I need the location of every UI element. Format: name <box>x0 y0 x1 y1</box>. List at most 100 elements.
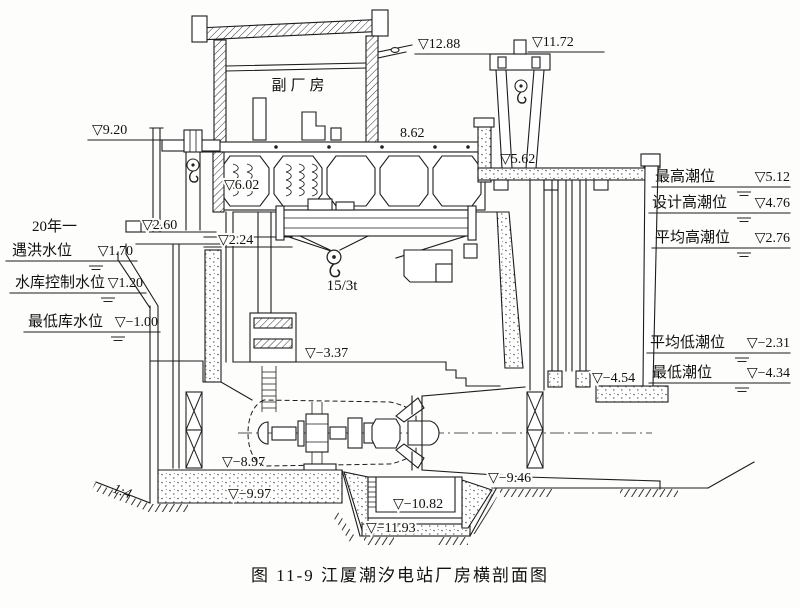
avg-high-tide-label: 平均高潮位 <box>655 229 730 246</box>
gate-columns <box>551 179 587 372</box>
pit-stip-bottom <box>361 523 471 537</box>
slope-ticks <box>92 483 150 511</box>
deck-left-wedge <box>212 151 225 213</box>
elev-downstream-bed: ▽−9.46 <box>488 471 531 486</box>
bed-ticks-1 <box>500 489 552 497</box>
generator-lines <box>306 402 328 466</box>
trashrack-lower <box>185 429 203 469</box>
throat-ring <box>411 395 423 471</box>
crane-hook-icon <box>326 249 342 278</box>
outlet-rack-lower <box>526 429 544 469</box>
hoist-hook-icon <box>186 158 200 183</box>
ground <box>92 461 755 545</box>
ladder <box>261 366 277 412</box>
hoist-cab <box>183 129 203 153</box>
gantry-crane <box>489 39 551 169</box>
bridge-crane <box>275 198 478 283</box>
elevator-hatch-2 <box>253 338 293 349</box>
water-symbol <box>736 191 752 196</box>
outlet-rack-upper <box>526 391 544 431</box>
foundation-slab <box>157 469 343 504</box>
slot-notch-2 <box>543 179 559 191</box>
water-symbol <box>88 265 104 270</box>
trashrack-upper <box>185 391 203 431</box>
design-high-tide-value: ▽4.76 <box>755 196 790 211</box>
aux-plant-label: 副厂房 <box>271 77 328 94</box>
gate-guide <box>529 179 545 391</box>
control-level-label: 水库控制水位 <box>15 274 105 291</box>
slot-notch-1 <box>493 179 509 191</box>
bearing-block <box>347 417 363 449</box>
coupling-2 <box>329 426 347 440</box>
crane-girder <box>281 209 469 237</box>
pit-inner <box>375 476 456 513</box>
shaft-column <box>257 211 272 314</box>
equipment-1 <box>252 97 267 141</box>
max-tide-label: 最高潮位 <box>655 168 715 185</box>
right-bed-line <box>491 461 755 489</box>
pit-ticks-bottom2 <box>438 537 468 545</box>
avg-high-tide-value: ▽2.76 <box>755 231 790 246</box>
intake-pier <box>204 249 222 383</box>
min-reservoir-value: ▽−1.00 <box>115 315 158 330</box>
roof-parapet-right <box>371 9 389 37</box>
annotations: 副厂房 15/3t 1:4 图 11-9 江厦潮汐电站厂房横剖面图 <box>111 77 547 585</box>
elev-upstream-deck: ▽2.60 <box>142 218 177 233</box>
elev-roof-canopy: ▽12.88 <box>418 37 460 52</box>
water-symbol <box>734 387 750 392</box>
water-symbol <box>736 217 752 222</box>
control-level-value: ▽1.20 <box>108 276 143 291</box>
flood-level-line2: 遇洪水位 <box>12 242 72 259</box>
pit-ticks-right <box>470 494 497 535</box>
wall-left <box>213 39 227 146</box>
water-symbol <box>736 252 752 257</box>
water-symbol <box>734 357 750 362</box>
runner-blade-top <box>395 397 425 423</box>
deck-curb <box>125 220 142 233</box>
roof-slab <box>197 18 389 41</box>
design-high-tide-label: 设计高潮位 <box>652 194 727 211</box>
deck-end-cap <box>473 117 495 128</box>
floor-slab <box>199 141 489 153</box>
gantry-post-left <box>497 56 507 69</box>
elev-excavation-bottom: ▽−11.93 <box>366 521 416 536</box>
equipment-3 <box>330 127 342 141</box>
cell-deck <box>217 151 486 211</box>
floor-dowels <box>274 145 470 149</box>
elev-downstream-deck: ▽5.62 <box>500 152 535 167</box>
downstream-structure <box>477 153 669 490</box>
tide-labels: 最高潮位 ▽5.12 设计高潮位 ▽4.76 平均高潮位 ▽2.76 平均低潮位… <box>646 168 791 392</box>
upstream-deck-260 <box>127 231 229 245</box>
roof-parapet-left <box>191 15 208 43</box>
nose-cap <box>257 421 269 445</box>
avg-low-tide-label: 平均低潮位 <box>650 334 725 351</box>
gantry-mast <box>513 39 527 55</box>
elevation-labels: ▽12.88 ▽11.72 ▽9.20 8.62 ▽6.02 ▽5.62 ▽2.… <box>87 35 637 538</box>
sea-wall-cap <box>640 153 661 167</box>
draft-tube <box>421 386 661 482</box>
wall-box <box>463 243 478 259</box>
left-slope-line <box>95 481 151 504</box>
end-truck-left <box>275 205 285 241</box>
column-footing-1 <box>547 370 563 388</box>
elev-foundation-top: ▽−8.97 <box>222 455 265 470</box>
coupling-1 <box>271 426 297 441</box>
elev-hall-floor: ▽−3.37 <box>305 346 348 361</box>
trolley-2 <box>335 201 355 211</box>
max-tide-value: ▽5.12 <box>755 170 790 185</box>
deck-cells <box>220 155 482 207</box>
pit-ticks-left <box>333 512 356 542</box>
girder-lines <box>282 217 468 229</box>
hall-floor <box>232 361 501 387</box>
hoist-cab-lines <box>189 130 197 152</box>
sling-lines <box>285 235 467 259</box>
base-ticks <box>148 504 188 512</box>
min-reservoir-label: 最低库水位 <box>28 313 103 330</box>
wall-shaft <box>149 305 159 504</box>
elev-hoist-platform: ▽9.20 <box>92 123 127 138</box>
water-symbol <box>100 297 116 302</box>
end-truck-right <box>467 205 477 241</box>
interior-ceiling <box>225 62 367 72</box>
